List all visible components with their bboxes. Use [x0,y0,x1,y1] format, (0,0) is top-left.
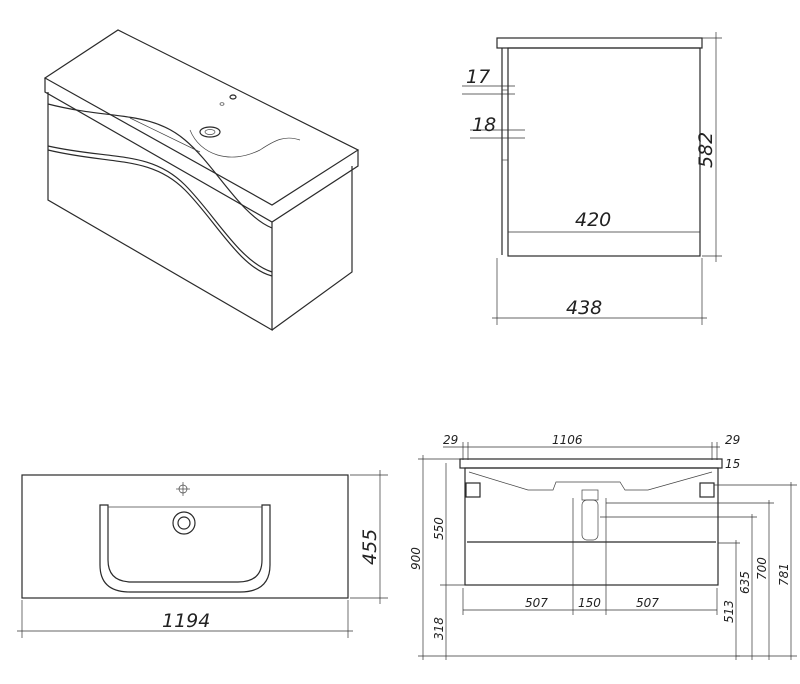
dim-513: 513 [722,600,736,623]
dim-781: 781 [777,563,791,586]
isometric-view [43,29,360,332]
dim-150: 150 [578,596,601,610]
dim-635: 635 [738,571,752,594]
front-view: 29 1106 29 15 900 550 318 507 150 507 51… [409,433,797,660]
dim-900: 900 [409,547,423,570]
dim-17: 17 [466,66,490,88]
top-view: 455 1194 [17,470,388,638]
dim-550: 550 [432,517,446,540]
dim-15: 15 [725,457,740,471]
dim-507-left: 507 [525,596,548,610]
dim-700: 700 [755,557,769,580]
dim-438: 438 [566,297,602,319]
dim-1106: 1106 [552,433,583,447]
dim-1194: 1194 [162,610,210,632]
dim-455: 455 [359,529,381,565]
side-view: 17 18 420 582 438 [462,32,722,325]
dim-507-right: 507 [636,596,659,610]
dim-18: 18 [472,114,496,136]
dim-318: 318 [432,617,446,640]
dim-582: 582 [695,132,717,168]
dim-29-left: 29 [443,433,458,447]
dim-420: 420 [575,209,611,231]
dim-29-right: 29 [725,433,740,447]
